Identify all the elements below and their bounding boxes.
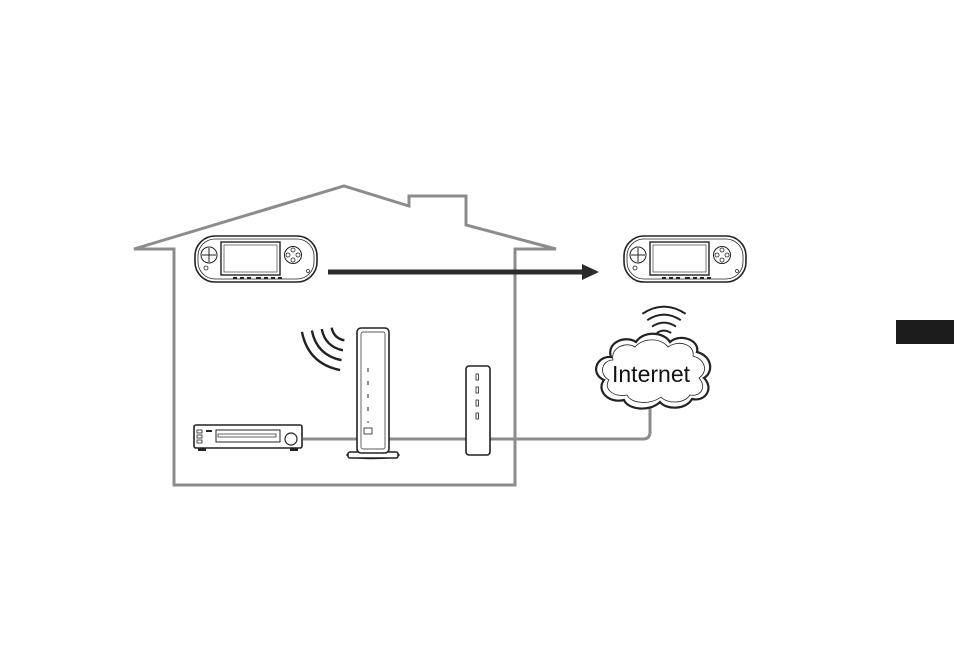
wireless-signal-icon <box>642 307 685 333</box>
internet-cloud-icon: Internet <box>596 334 710 409</box>
psp-console-icon <box>624 236 746 282</box>
psp-console-icon <box>195 236 317 282</box>
direction-arrow <box>328 264 599 280</box>
modem-icon <box>466 366 490 455</box>
cloud-label: Internet <box>612 361 691 387</box>
wireless-signal-icon <box>296 315 358 377</box>
av-receiver-icon <box>194 425 302 451</box>
section-tab-marker <box>896 320 954 344</box>
